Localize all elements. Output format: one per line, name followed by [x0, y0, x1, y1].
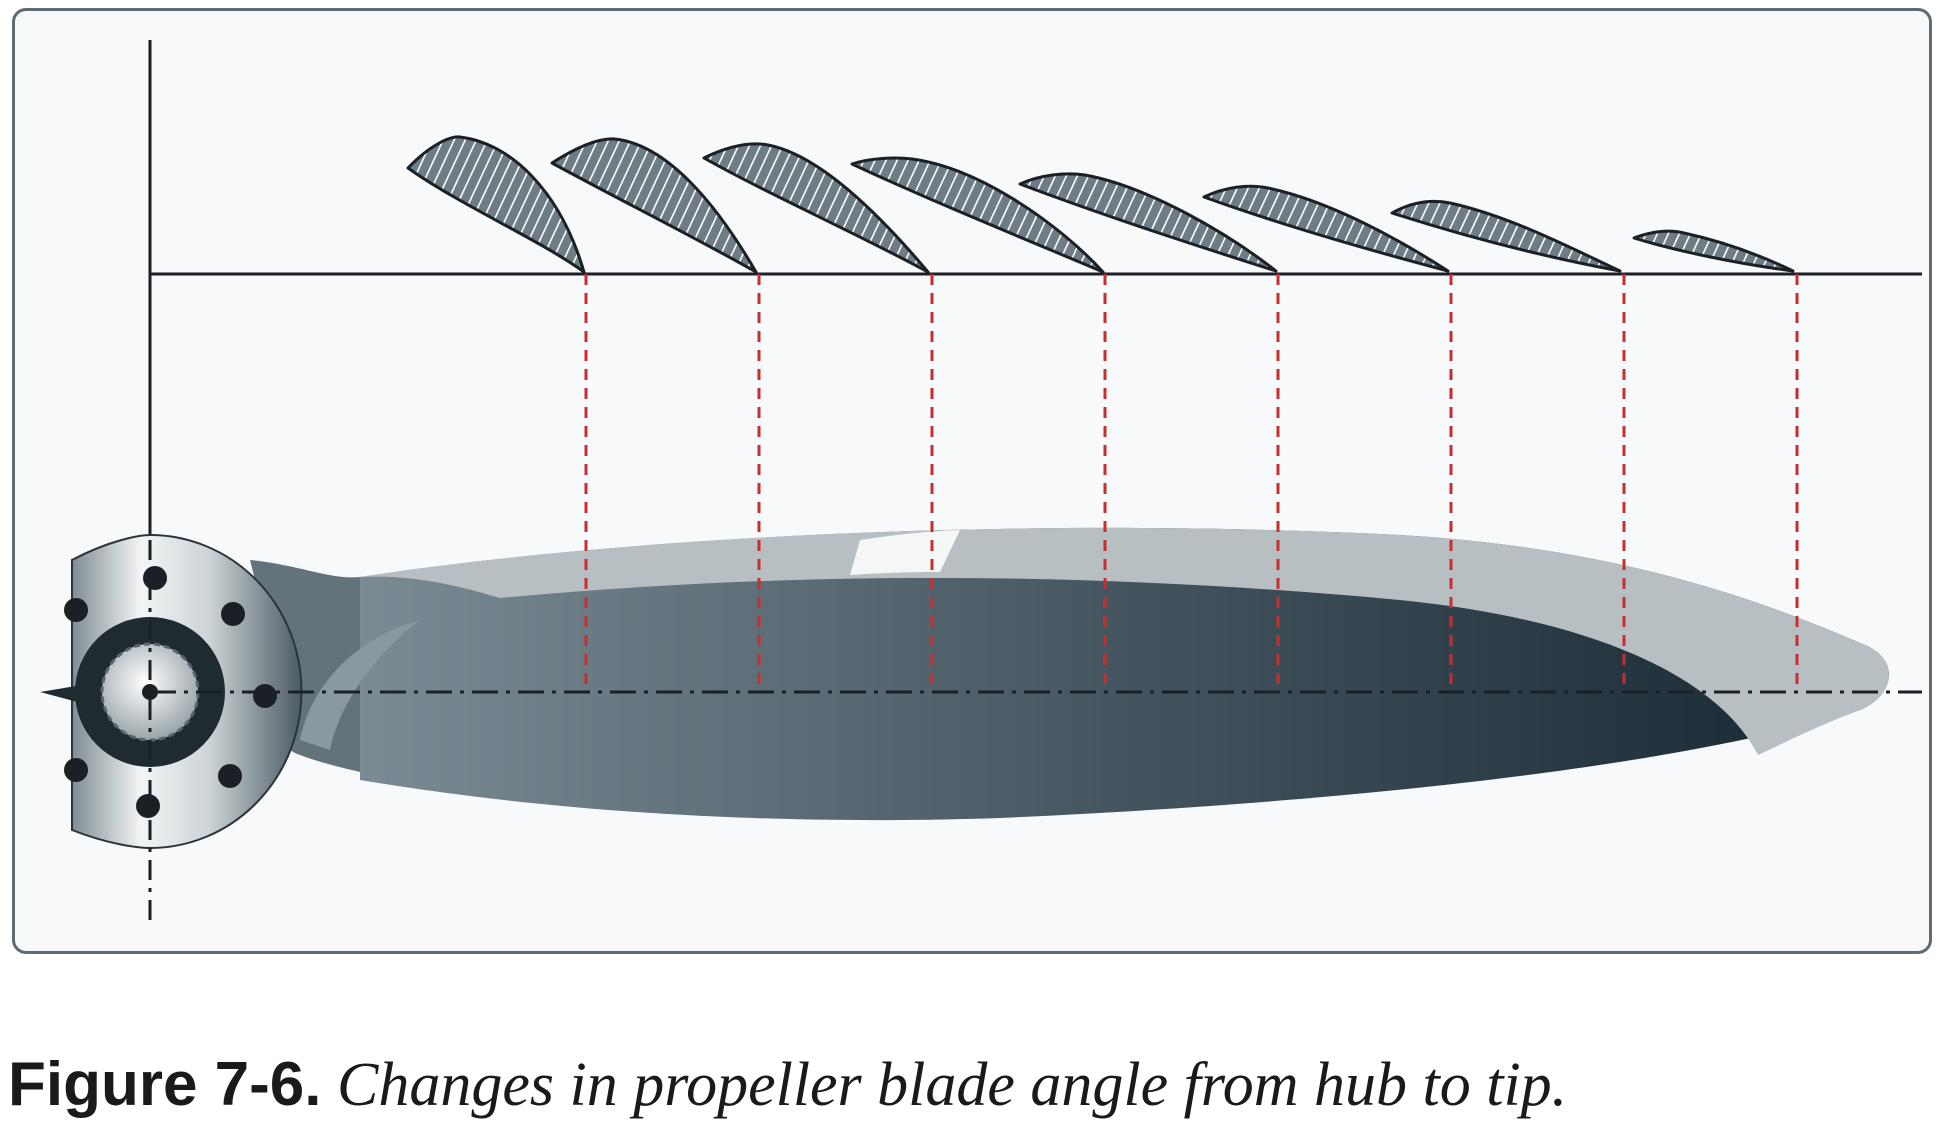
figure-caption: Figure 7-6. Changes in propeller blade a… [8, 1040, 1567, 1130]
figure-caption-text: Changes in propeller blade angle from hu… [337, 1051, 1568, 1119]
projection-lines [584, 274, 1799, 692]
bolt-hole [253, 684, 277, 708]
bolt-hole [218, 764, 242, 788]
airfoil-section-2 [550, 137, 758, 274]
bolt-hole [64, 758, 88, 782]
airfoil-section-6 [1202, 184, 1450, 273]
bolt-hole [143, 566, 167, 590]
airfoil-section-1 [406, 135, 586, 274]
airfoil-section-7 [1390, 199, 1622, 273]
airfoil-section-5 [1018, 172, 1278, 273]
blade-leading-edge-highlight [360, 527, 1889, 755]
airfoil-section-4 [850, 156, 1105, 274]
airfoil-section-8 [1632, 229, 1795, 273]
bolt-hole [221, 602, 245, 626]
blade-cross-sections [406, 135, 1795, 274]
bolt-hole [64, 598, 88, 622]
airfoil-section-3 [702, 142, 930, 274]
figure-caption-label: Figure 7-6. [8, 1050, 322, 1119]
propeller-blade [250, 527, 1889, 821]
blade-root-fillet [300, 620, 420, 750]
hub-keyway [40, 682, 100, 708]
bolt-hole [136, 794, 160, 818]
